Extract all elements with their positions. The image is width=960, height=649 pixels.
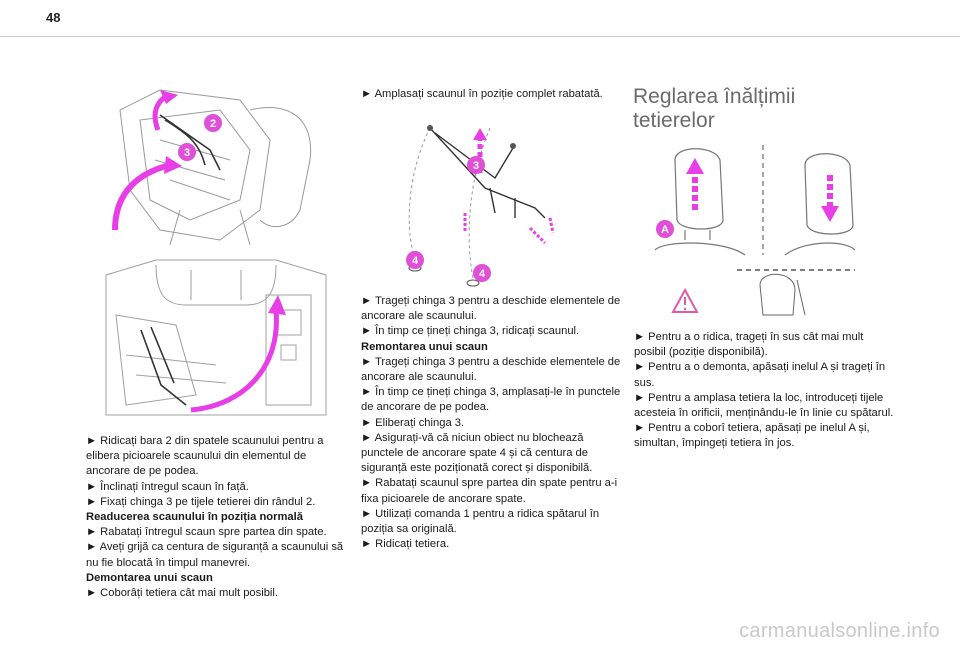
instruction: ► Ridicați tetiera. [361,538,450,551]
instruction: ► Pentru a o demonta, apăsați inelul A ș… [634,361,886,389]
instruction: ► Utilizați comanda 1 pentru a ridica sp… [361,507,600,536]
instruction: ► Pentru a o ridica, trageți în sus cât … [634,331,864,359]
callout-4a: 4 [406,251,424,269]
header-divider [0,36,960,37]
instruction: ► Trageți chinga 3 pentru a deschide ele… [361,295,621,323]
headrest-illustration [655,145,855,316]
svg-text:4: 4 [479,268,486,280]
subheading: Demontarea unui scaun [86,571,213,584]
instruction: ► În timp ce țineți chinga 3, ridicați s… [361,325,580,338]
callout-3b: 3 [467,156,485,174]
callout-2: 2 [204,114,222,132]
watermark: carmanualsonline.info [739,620,940,642]
svg-text:4: 4 [412,255,419,267]
instruction: ► Ridicați bara 2 din spatele scaunului … [86,435,324,478]
instruction: ► Înclinați întregul scaun în față. [86,480,249,493]
seat-return-illustration [105,259,327,416]
section-title: Reglarea înălțimii tetierelor [633,85,873,133]
instruction: ► Pentru a amplasa tetiera la loc, intro… [634,391,894,420]
callout-4b: 4 [473,264,491,282]
svg-text:2: 2 [210,118,216,130]
instruction: ► În timp ce țineți chinga 3, amplasați-… [361,386,621,414]
instruction: ► Trageți chinga 3 pentru a deschide ele… [361,355,621,384]
instruction: ► Rabatați scaunul spre partea din spate… [361,477,618,505]
column-3-text: ► Pentru a o ridica, trageți în sus cât … [634,330,896,452]
callout-3: 3 [178,143,196,161]
instruction: ► Eliberați chinga 3. [361,416,465,429]
column-2-text: ► Trageți chinga 3 pentru a deschide ele… [361,294,623,552]
svg-text:3: 3 [473,160,479,172]
section-title-line1: Reglarea înălțimii [633,85,796,108]
column-2-intro: ► Amplasați scaunul în poziție complet r… [361,87,623,102]
instruction: ► Fixați chinga 3 pe tijele tetierei din… [86,495,316,508]
column-1-text: ► Ridicați bara 2 din spatele scaunului … [86,434,348,601]
instruction: ► Coborâți tetiera cât mai mult posibil. [86,587,279,600]
instruction: ► Rabatați întregul scaun spre partea di… [86,526,327,539]
instruction: ► Aveți grijă ca centura de siguranță a … [86,541,344,569]
section-title-line2: tetierelor [633,109,715,132]
instruction: ► Asigurați-vă că niciun obiect nu bloch… [361,431,593,475]
svg-text:A: A [661,224,669,236]
instruction: ► Amplasați scaunul în poziție complet r… [361,88,603,100]
seat-fold-illustration [112,89,312,246]
subheading: Remontarea unui scaun [361,340,488,353]
svg-text:3: 3 [184,147,190,159]
instruction: ► Pentru a coborî tetiera, apăsați pe in… [634,422,870,450]
callout-a: A [656,220,674,238]
subheading: Readucerea scaunului în poziția normală [86,511,303,524]
page-number: 48 [46,10,61,25]
